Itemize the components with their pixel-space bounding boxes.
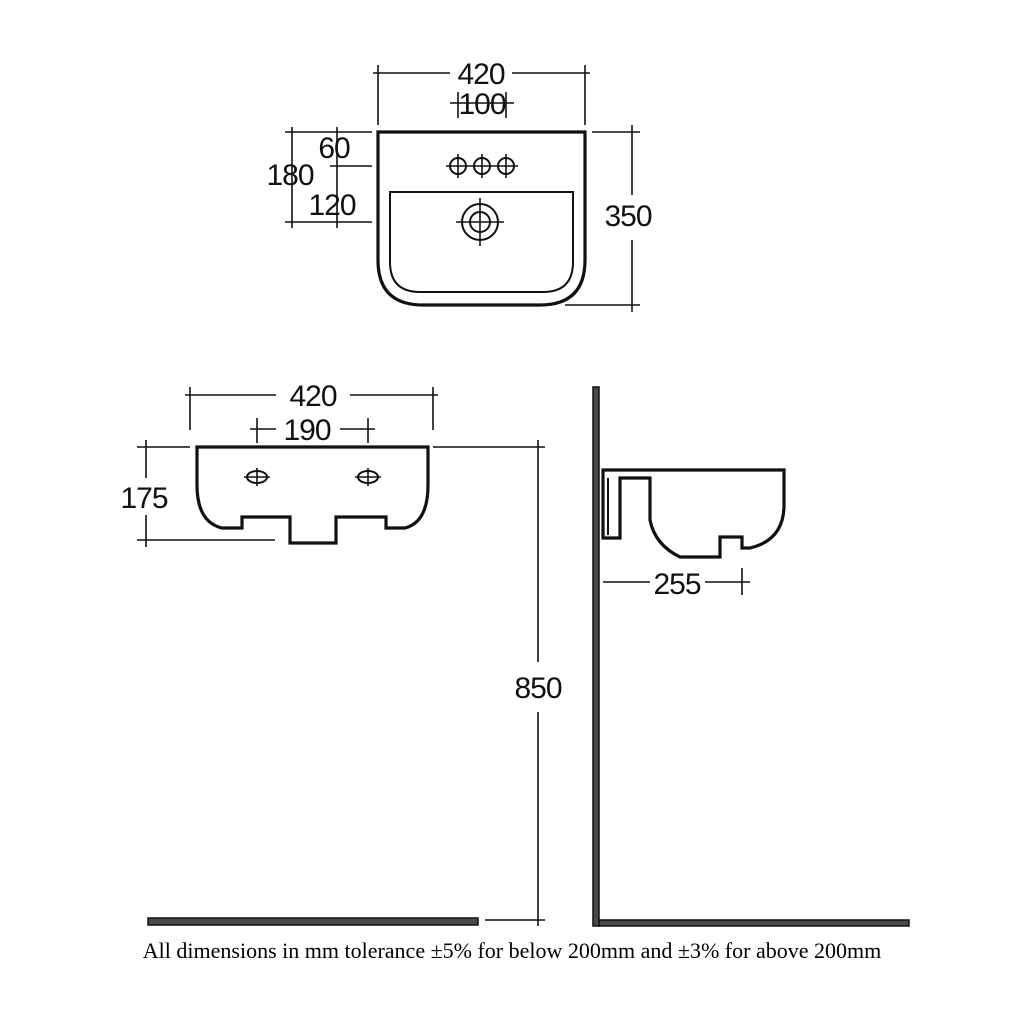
dimension-label: 850 [514,672,561,705]
front-view: 420 190 175 [120,380,438,547]
basin-front-outline [195,445,430,545]
dimension-hole-spacing: 190 [250,414,375,447]
tap-hole-icon [470,154,494,178]
drain-icon [456,198,504,246]
dimension-depth: 350 [565,125,653,312]
dimension-projection: 255 [603,568,750,601]
tolerance-note: All dimensions in mm tolerance ±5% for b… [142,938,882,963]
technical-drawing: 420 100 60 180 120 350 [120,58,910,927]
dimension-label: 255 [653,568,700,601]
side-view: 255 [592,386,910,927]
floor [147,917,479,926]
basin-side-outline [601,468,786,559]
dimension-tap-spacing: 100 [450,88,514,121]
dimension-mount-height: 850 [433,440,563,926]
wall [592,386,600,927]
basin-top-outline [376,130,587,307]
top-view: 420 100 60 180 120 350 [266,58,653,312]
dimension-label: 100 [458,88,505,121]
tap-hole-icon [446,154,470,178]
dimension-label: 420 [289,380,336,413]
dimension-left-stack: 60 180 120 [266,127,372,228]
dimension-width-top: 420 [373,58,590,125]
floor [598,919,910,927]
dimension-label: 350 [604,200,651,233]
dimension-label: 120 [308,189,355,222]
fixing-hole-icon [355,468,381,486]
dimension-label: 175 [120,482,167,515]
dimension-width-front: 420 [185,380,438,430]
basin-bowl-outline [389,191,574,293]
dimension-height-front: 175 [120,440,275,547]
dimension-label: 420 [457,58,504,91]
dimension-label: 190 [283,414,330,447]
dimension-label: 180 [266,159,313,192]
dimension-label: 60 [318,132,350,165]
fixing-hole-icon [244,468,270,486]
tap-hole-icon [494,154,518,178]
